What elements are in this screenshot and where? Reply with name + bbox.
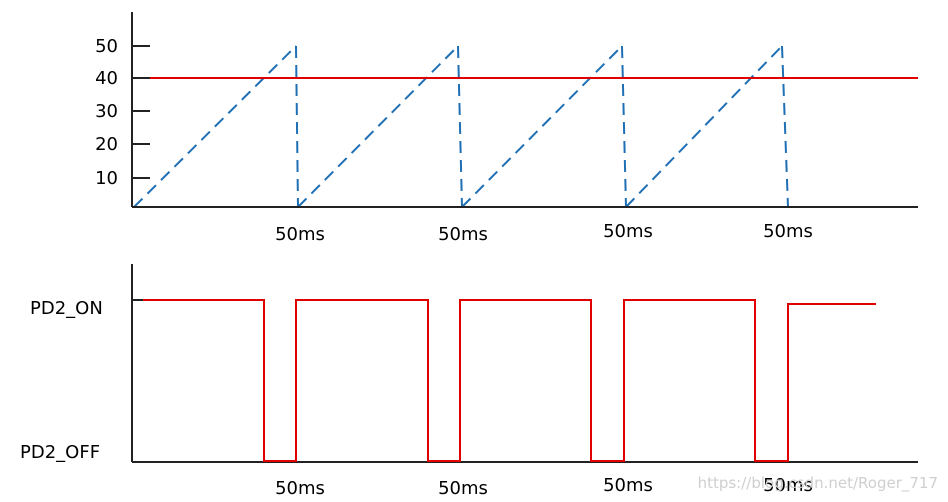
y-tick-label-40: 40: [95, 68, 118, 89]
y-tick-label-30: 30: [95, 101, 118, 122]
ramp-rise-1: [133, 45, 297, 208]
bottom-chart: PD2_ON PD2_OFF 50ms 50ms 50ms 50ms: [20, 264, 918, 499]
ramp-rise-2: [297, 45, 459, 208]
watermark: https://blog.csdn.net/Roger_717: [698, 474, 938, 493]
state-on-label: PD2_ON: [30, 298, 103, 319]
ramp-drop-3: [621, 45, 627, 208]
y-tick-label-50: 50: [95, 36, 118, 57]
bottom-time-label-4: 50ms: [763, 475, 813, 496]
state-off-label: PD2_OFF: [20, 442, 100, 463]
top-time-labels: 50ms 50ms 50ms 50ms: [275, 221, 813, 245]
top-time-label-4: 50ms: [763, 221, 813, 242]
ramp-rise-3: [461, 45, 623, 208]
ramp-drop-2: [457, 45, 463, 208]
bottom-time-label-2: 50ms: [438, 478, 488, 499]
top-time-label-1: 50ms: [275, 224, 325, 245]
ramp-drop-1: [295, 45, 299, 208]
top-chart: 50 40 30 20 10 50ms 50ms 50ms 50ms: [95, 12, 918, 245]
bottom-time-label-3: 50ms: [603, 475, 653, 496]
y-tick-label-10: 10: [95, 168, 118, 189]
pd2-signal-line: [143, 299, 876, 462]
ramp-drop-4: [781, 45, 789, 208]
top-y-ticks: 50 40 30 20 10: [95, 36, 150, 189]
ramp-series: [133, 45, 789, 208]
y-tick-label-20: 20: [95, 134, 118, 155]
top-time-label-3: 50ms: [603, 221, 653, 242]
ramp-rise-4: [625, 45, 783, 208]
bottom-time-labels: 50ms 50ms 50ms 50ms: [275, 475, 813, 499]
top-time-label-2: 50ms: [438, 224, 488, 245]
bottom-time-label-1: 50ms: [275, 478, 325, 499]
